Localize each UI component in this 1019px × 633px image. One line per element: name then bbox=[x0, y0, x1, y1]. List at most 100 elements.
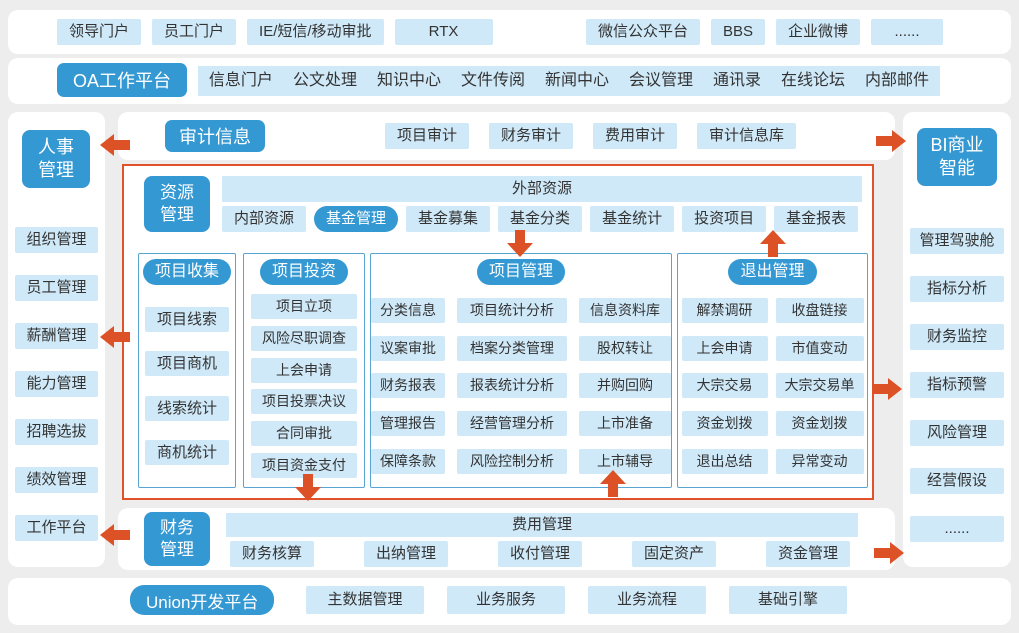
bi-module: 经营假设 bbox=[910, 468, 1004, 494]
hr-module: 组织管理 bbox=[15, 227, 98, 253]
module-chip: 大宗交易 bbox=[681, 373, 768, 399]
finance-module: 财务核算 bbox=[230, 541, 315, 567]
finance-module-list: 财务核算 出纳管理 收付管理 固定资产 资金管理 bbox=[230, 541, 850, 567]
bi-module: 管理驾驶舱 bbox=[910, 228, 1004, 254]
union-module: 业务流程 bbox=[588, 586, 706, 614]
column-title: 项目投资 bbox=[259, 259, 348, 285]
portal-chip: RTX bbox=[394, 19, 493, 45]
module-chip: 财务报表 bbox=[371, 373, 445, 399]
oa-module: 新闻中心 bbox=[544, 72, 609, 89]
module-chip: 档案分类管理 bbox=[457, 335, 567, 361]
module-chip: 风险控制分析 bbox=[457, 449, 567, 475]
module-chip: 保障条款 bbox=[371, 449, 445, 475]
hr-module: 员工管理 bbox=[15, 275, 98, 301]
oa-modules-bar: 信息门户 公文处理 知识中心 文件传阅 新闻中心 会议管理 通讯录 在线论坛 内… bbox=[198, 66, 940, 96]
bi-module: 风险管理 bbox=[910, 420, 1004, 446]
arrow-left-icon bbox=[100, 326, 130, 348]
hr-module: 能力管理 bbox=[15, 371, 98, 397]
module-chip: 分类信息 bbox=[371, 297, 445, 323]
union-module: 主数据管理 bbox=[306, 586, 424, 614]
module-chip: 退出总结 bbox=[681, 449, 768, 475]
finance-title-button: 财务 管理 bbox=[144, 512, 210, 566]
module-chip: 报表统计分析 bbox=[457, 373, 567, 399]
hr-module: 工作平台 bbox=[15, 515, 98, 541]
module-chip: 经营管理分析 bbox=[457, 411, 567, 437]
bi-title-line: 智能 bbox=[939, 158, 975, 178]
portal-chip: ...... bbox=[871, 19, 943, 45]
union-module: 基础引擎 bbox=[729, 586, 847, 614]
module-chip: 上市准备 bbox=[579, 411, 671, 437]
resource-chip: 基金分类 bbox=[498, 206, 583, 232]
hr-module: 绩效管理 bbox=[15, 467, 98, 493]
union-platform-button: Union开发平台 bbox=[130, 585, 275, 615]
union-module-list: 主数据管理 业务服务 业务流程 基础引擎 bbox=[306, 586, 847, 614]
column-project-management: 项目管理 分类信息 项目统计分析 信息资料库 议案审批 档案分类管理 股权转让 … bbox=[370, 253, 672, 488]
resource-title-line: 管理 bbox=[160, 205, 194, 224]
arrow-right-icon bbox=[872, 378, 902, 400]
arrow-right-icon bbox=[876, 130, 906, 152]
module-chip: 解禁调研 bbox=[681, 297, 768, 323]
finance-module: 固定资产 bbox=[631, 541, 716, 567]
column-items: 解禁调研 收盘链接 上会申请 市值变动 大宗交易 大宗交易单 资金划拨 资金划拨… bbox=[681, 285, 864, 487]
module-chip: 线索统计 bbox=[145, 395, 229, 421]
column-items: 分类信息 项目统计分析 信息资料库 议案审批 档案分类管理 股权转让 财务报表 … bbox=[371, 285, 671, 487]
module-chip: 项目线索 bbox=[145, 306, 229, 332]
finance-panel: 财务 管理 费用管理 财务核算 出纳管理 收付管理 固定资产 资金管理 bbox=[118, 508, 895, 570]
resource-chip: 基金报表 bbox=[774, 206, 859, 232]
audit-panel: 审计信息 项目审计 财务审计 费用审计 审计信息库 bbox=[118, 112, 895, 160]
module-chip: 项目统计分析 bbox=[457, 297, 567, 323]
portal-chip: 员工门户 bbox=[152, 19, 237, 45]
external-resource-bar: 外部资源 bbox=[222, 176, 862, 202]
arrow-down-icon bbox=[507, 230, 533, 257]
portal-chip: IE/短信/移动审批 bbox=[247, 19, 384, 45]
module-chip: 管理报告 bbox=[371, 411, 445, 437]
module-chip: 资金划拨 bbox=[775, 411, 864, 437]
module-chip: 项目立项 bbox=[251, 293, 357, 319]
arrow-left-icon bbox=[100, 134, 130, 156]
module-chip: 风险尽职调查 bbox=[251, 325, 357, 351]
portal-chip: 企业微博 bbox=[775, 19, 860, 45]
module-chip: 项目投票决议 bbox=[251, 389, 357, 415]
audit-module-list: 项目审计 财务审计 费用审计 审计信息库 bbox=[385, 123, 797, 149]
column-exit-management: 退出管理 解禁调研 收盘链接 上会申请 市值变动 大宗交易 大宗交易单 资金划拨… bbox=[677, 253, 868, 488]
resource-chip: 基金统计 bbox=[590, 206, 675, 232]
portal-right-group: 微信公众平台 BBS 企业微博 ...... bbox=[585, 19, 943, 45]
bi-title-line: BI商业 bbox=[930, 134, 984, 155]
module-chip: 信息资料库 bbox=[579, 297, 671, 323]
oa-module: 在线论坛 bbox=[781, 72, 846, 89]
hr-module-list: 组织管理 员工管理 薪酬管理 能力管理 招聘选拔 绩效管理 工作平台 bbox=[15, 227, 98, 541]
column-title: 退出管理 bbox=[728, 259, 817, 285]
column-items: 项目立项 风险尽职调查 上会申请 项目投票决议 合同审批 项目资金支付 bbox=[244, 285, 364, 487]
hr-module: 招聘选拔 bbox=[15, 419, 98, 445]
column-title: 项目收集 bbox=[142, 259, 231, 285]
module-chip: 收盘链接 bbox=[775, 297, 864, 323]
hr-panel: 人事 管理 组织管理 员工管理 薪酬管理 能力管理 招聘选拔 绩效管理 工作平台 bbox=[8, 112, 105, 567]
audit-module: 项目审计 bbox=[385, 123, 470, 149]
module-chip: 上市辅导 bbox=[579, 449, 671, 475]
oa-module: 公文处理 bbox=[292, 72, 357, 89]
arrow-up-icon bbox=[760, 230, 786, 257]
audit-module: 费用审计 bbox=[593, 123, 678, 149]
resource-chip-active: 基金管理 bbox=[314, 206, 399, 232]
column-items: 项目线索 项目商机 线索统计 商机统计 bbox=[139, 285, 235, 487]
resource-title-line: 资源 bbox=[160, 182, 194, 202]
module-chip: 议案审批 bbox=[371, 335, 445, 361]
module-chip: 项目资金支付 bbox=[251, 453, 357, 479]
portal-chip: BBS bbox=[710, 19, 765, 45]
column-project-investment: 项目投资 项目立项 风险尽职调查 上会申请 项目投票决议 合同审批 项目资金支付 bbox=[243, 253, 365, 488]
finance-module: 资金管理 bbox=[765, 541, 850, 567]
resource-chip-row: 内部资源 基金管理 基金募集 基金分类 基金统计 投资项目 基金报表 bbox=[222, 206, 862, 232]
portal-panel: 领导门户 员工门户 IE/短信/移动审批 RTX 微信公众平台 BBS 企业微博… bbox=[8, 10, 1011, 54]
bi-panel: BI商业 智能 管理驾驶舱 指标分析 财务监控 指标预警 风险管理 经营假设 .… bbox=[903, 112, 1011, 567]
bi-module: 指标预警 bbox=[910, 372, 1004, 398]
hr-title-button: 人事 管理 bbox=[22, 130, 90, 188]
module-chip: 上会申请 bbox=[251, 357, 357, 383]
hr-module: 薪酬管理 bbox=[15, 323, 98, 349]
module-chip: 项目商机 bbox=[145, 351, 229, 377]
oa-panel: OA工作平台 信息门户 公文处理 知识中心 文件传阅 新闻中心 会议管理 通讯录… bbox=[8, 58, 1011, 104]
resource-chip: 投资项目 bbox=[682, 206, 767, 232]
resource-chip: 基金募集 bbox=[406, 206, 491, 232]
arrow-right-icon bbox=[874, 542, 904, 564]
bi-module-list: 管理驾驶舱 指标分析 财务监控 指标预警 风险管理 经营假设 ...... bbox=[910, 228, 1004, 542]
module-chip: 市值变动 bbox=[775, 335, 864, 361]
